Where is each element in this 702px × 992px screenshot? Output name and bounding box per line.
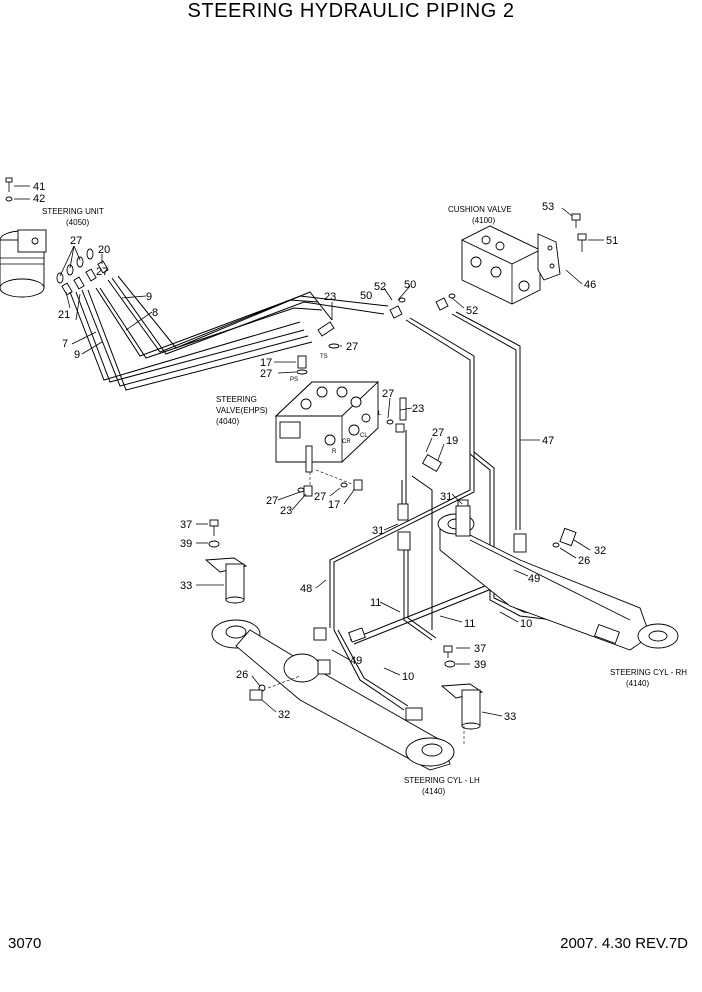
page-title: STEERING HYDRAULIC PIPING 2 [187, 0, 515, 22]
port-ts: TS [320, 354, 328, 360]
callout-17: 17 [328, 499, 340, 511]
callout-49: 49 [350, 655, 362, 667]
callout-32: 32 [278, 709, 290, 721]
revision-date: 2007. 4.30 REV.7D [560, 935, 688, 952]
callout-46: 46 [584, 279, 596, 291]
steering-valve-fittings [296, 321, 407, 497]
callout-19: 19 [446, 435, 458, 447]
fitting-26-32-left [249, 675, 301, 701]
callout-27: 27 [382, 388, 394, 400]
steering-valve-code: (4040) [216, 417, 239, 426]
callout-23: 23 [324, 291, 336, 303]
callout-53: 53 [542, 201, 554, 213]
callout-37: 37 [474, 643, 486, 655]
callout-21: 21 [58, 309, 70, 321]
callout-48: 48 [300, 583, 312, 595]
callout-26: 26 [578, 555, 590, 567]
callout-37: 37 [180, 519, 192, 531]
callout-50: 50 [404, 279, 416, 291]
callout-52: 52 [374, 281, 386, 293]
callout-52: 52 [466, 305, 478, 317]
callout-51: 51 [606, 235, 618, 247]
steering-valve-drawing [274, 381, 380, 463]
callout-27: 27 [314, 491, 326, 503]
cushion-valve-code: (4100) [472, 216, 495, 225]
callout-50: 50 [360, 290, 372, 302]
bolts-53-51 [571, 213, 587, 252]
port-cr: CR [342, 439, 351, 445]
callout-numbers: 41 42 27 20 27 21 9 8 7 9 53 51 46 52 50… [33, 181, 618, 723]
callout-27: 27 [432, 427, 444, 439]
callout-17: 17 [260, 357, 272, 369]
callout-27: 27 [346, 341, 358, 353]
port-l: L [378, 411, 382, 417]
callout-20: 20 [98, 244, 110, 256]
callout-26: 26 [236, 669, 248, 681]
pin-33-right [440, 645, 484, 746]
cushion-valve-drawing [460, 225, 561, 305]
callout-9: 9 [146, 291, 152, 303]
callout-31: 31 [440, 491, 452, 503]
callout-23: 23 [280, 505, 292, 517]
callout-27: 27 [266, 495, 278, 507]
cushion-valve-fittings [389, 293, 456, 319]
callout-11: 11 [464, 618, 475, 630]
steering-unit-code: (4050) [66, 218, 89, 227]
callout-39: 39 [180, 538, 192, 550]
cushion-valve-label: CUSHION VALVE [448, 205, 512, 214]
callout-10: 10 [402, 671, 414, 683]
callout-27: 27 [70, 235, 82, 247]
callout-41: 41 [33, 181, 45, 193]
steering-unit-drawing [0, 229, 47, 298]
steering-cyl-rh-drawing [437, 505, 679, 651]
steering-valve-label-1: STEERING [216, 395, 257, 404]
steering-unit-fittings [56, 248, 109, 296]
bolt-41-drawing [5, 177, 13, 202]
callout-9: 9 [74, 349, 80, 361]
cyl-rh-label: STEERING CYL - RH [610, 668, 687, 677]
steering-unit-label: STEERING UNIT [42, 207, 104, 216]
callout-42: 42 [33, 193, 45, 205]
hose-bundle [69, 275, 389, 391]
callout-47: 47 [542, 435, 554, 447]
port-cl: CL [360, 433, 368, 439]
callout-27: 27 [96, 266, 108, 278]
steering-cyl-lh-drawing [211, 619, 455, 771]
callout-49: 49 [528, 573, 540, 585]
steering-valve-label-2: VALVE(EHPS) [216, 406, 268, 415]
pin-33-left [204, 519, 248, 604]
callout-8: 8 [152, 307, 158, 319]
cyl-lh-code: (4140) [422, 787, 445, 796]
callout-33: 33 [180, 580, 192, 592]
callout-27: 27 [260, 368, 272, 380]
leader-lines [14, 185, 604, 717]
callout-32: 32 [594, 545, 606, 557]
callout-31: 31 [372, 525, 384, 537]
callout-7: 7 [62, 338, 68, 350]
port-r: R [332, 449, 337, 455]
callout-39: 39 [474, 659, 486, 671]
cyl-rh-code: (4140) [626, 679, 649, 688]
callout-33: 33 [504, 711, 516, 723]
cyl-lh-label: STEERING CYL - LH [404, 776, 480, 785]
callout-23: 23 [412, 403, 424, 415]
callout-10: 10 [520, 618, 532, 630]
page-number: 3070 [8, 935, 42, 952]
callout-11: 11 [370, 597, 381, 609]
port-ps: PS [290, 377, 298, 383]
